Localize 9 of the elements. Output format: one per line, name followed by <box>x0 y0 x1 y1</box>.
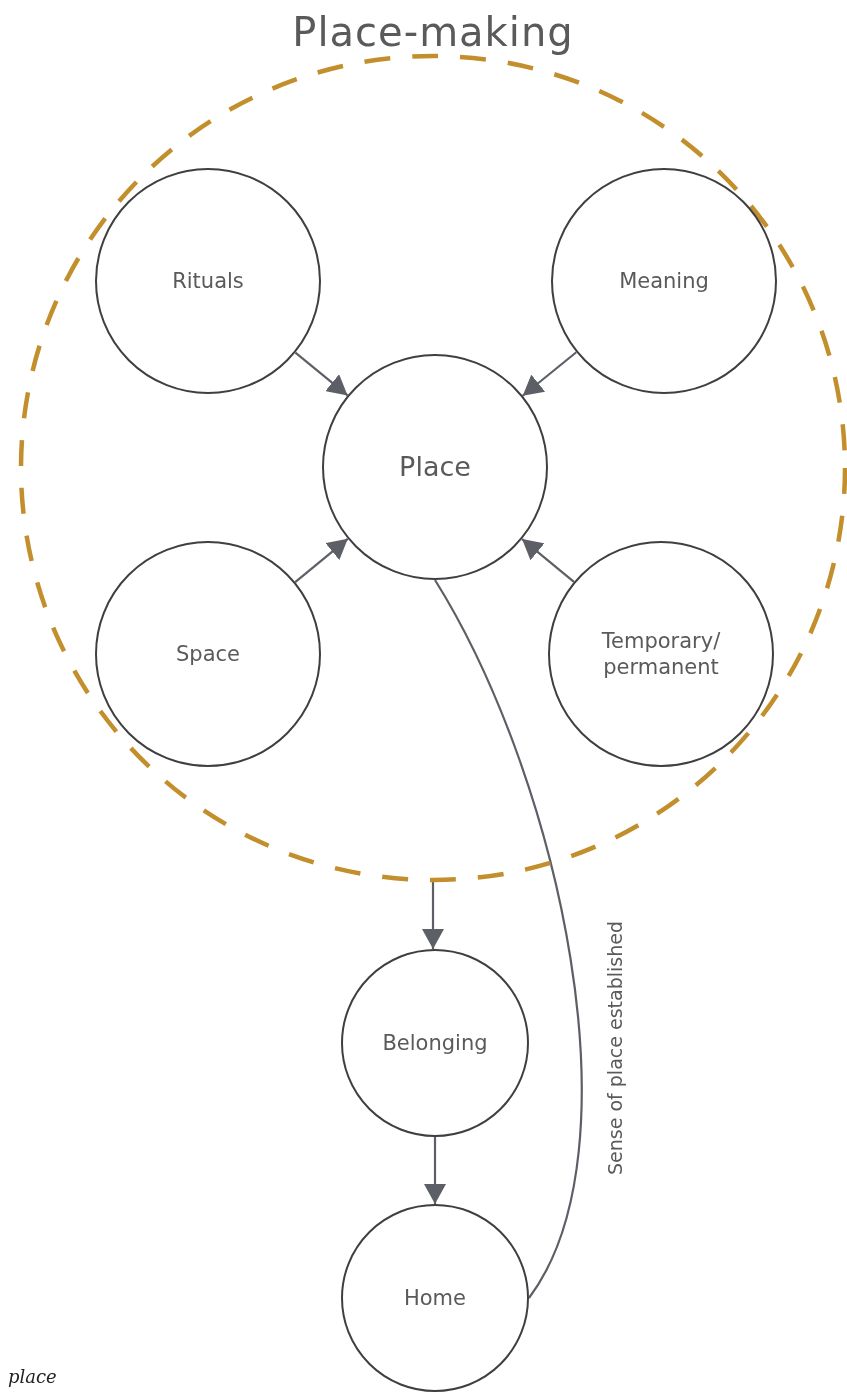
arrow <box>294 538 349 583</box>
arrow <box>521 538 575 583</box>
arrow <box>294 351 349 397</box>
title: Place-making <box>292 8 574 57</box>
arrow <box>425 1137 445 1204</box>
arrow <box>522 351 577 397</box>
curved-connector <box>434 579 583 1299</box>
arrow <box>423 882 443 949</box>
note-text: place <box>8 1365 57 1389</box>
